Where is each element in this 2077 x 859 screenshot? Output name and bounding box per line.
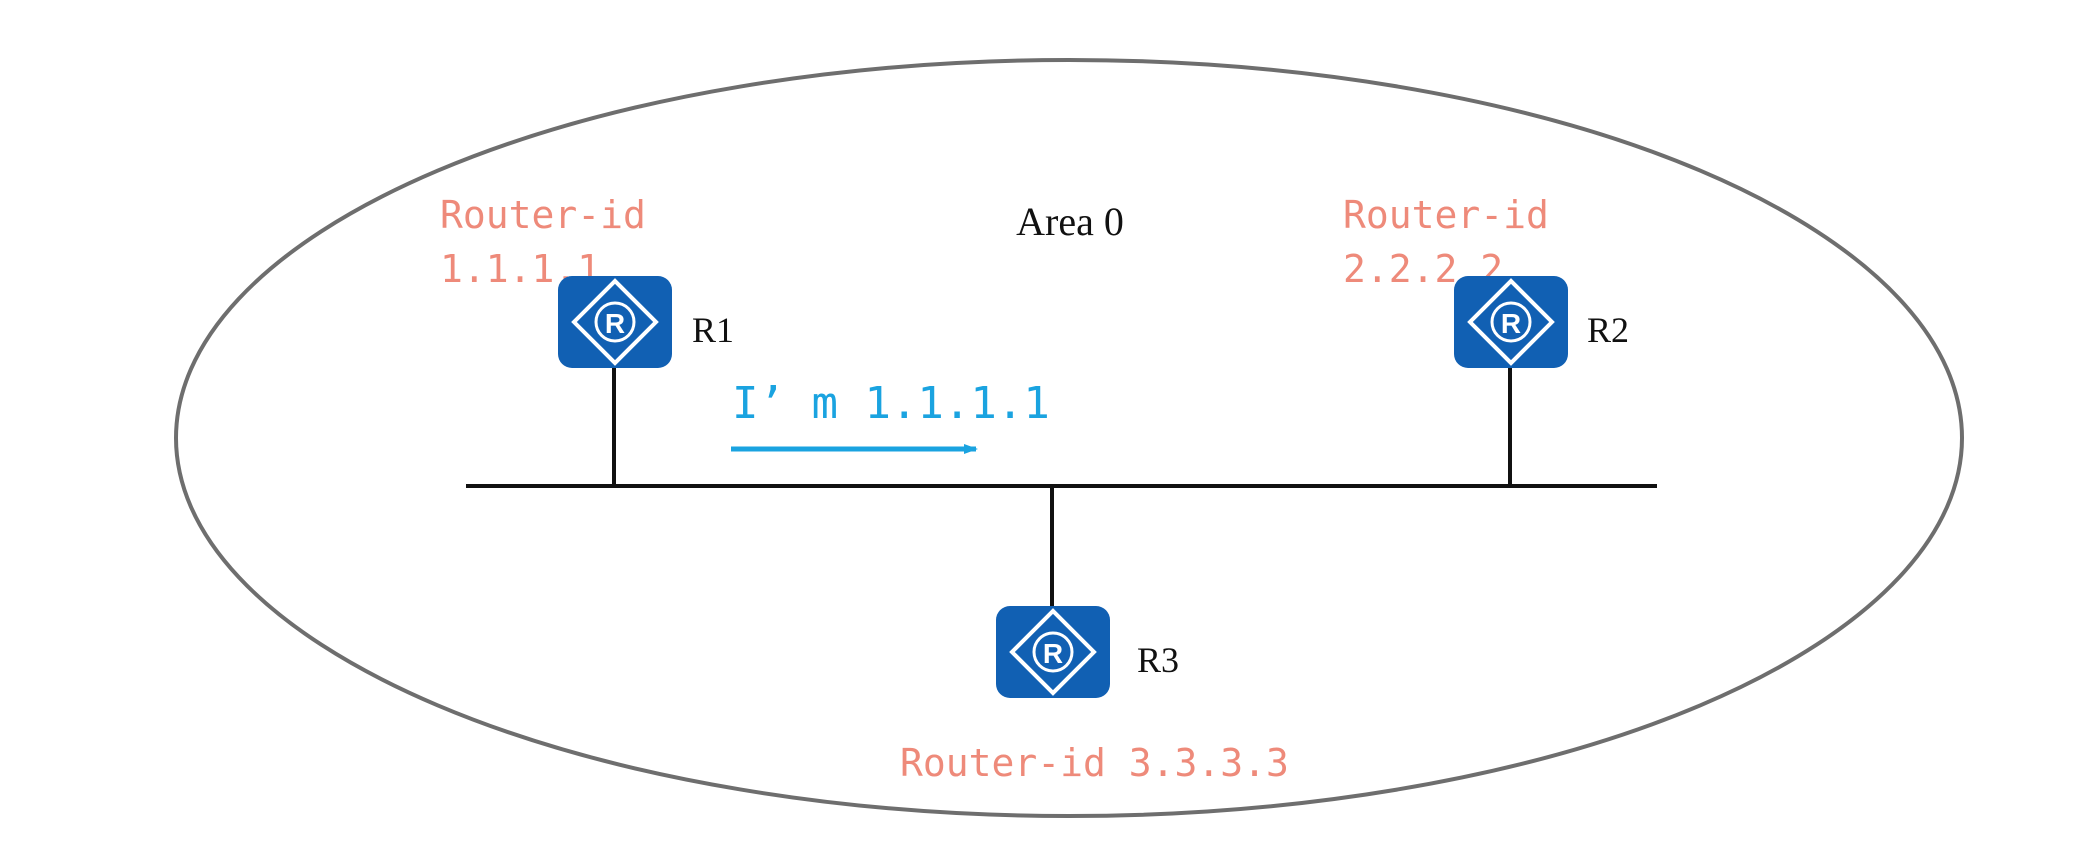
area-boundary [174,58,1964,818]
svg-text:R: R [1501,308,1521,339]
r3-name: R3 [1137,640,1179,680]
r3-router-id-label: Router-id 3.3.3.3 [900,741,1289,785]
area-label: Area 0 [1016,199,1124,244]
router-r3[interactable]: R [996,606,1110,698]
router-r2[interactable]: R [1454,276,1568,368]
hello-message-text: I’ m 1.1.1.1 [732,378,1050,429]
router-r1[interactable]: R [558,276,672,368]
router-icon: R [558,276,672,368]
svg-text:R: R [1043,638,1063,669]
r1-name: R1 [692,310,734,350]
router-icon: R [996,606,1110,698]
r1-router-id-label: Router-id [440,193,646,237]
r2-name: R2 [1587,310,1629,350]
svg-text:R: R [605,308,625,339]
router-icon: R [1454,276,1568,368]
r2-router-id-label: Router-id [1343,193,1549,237]
